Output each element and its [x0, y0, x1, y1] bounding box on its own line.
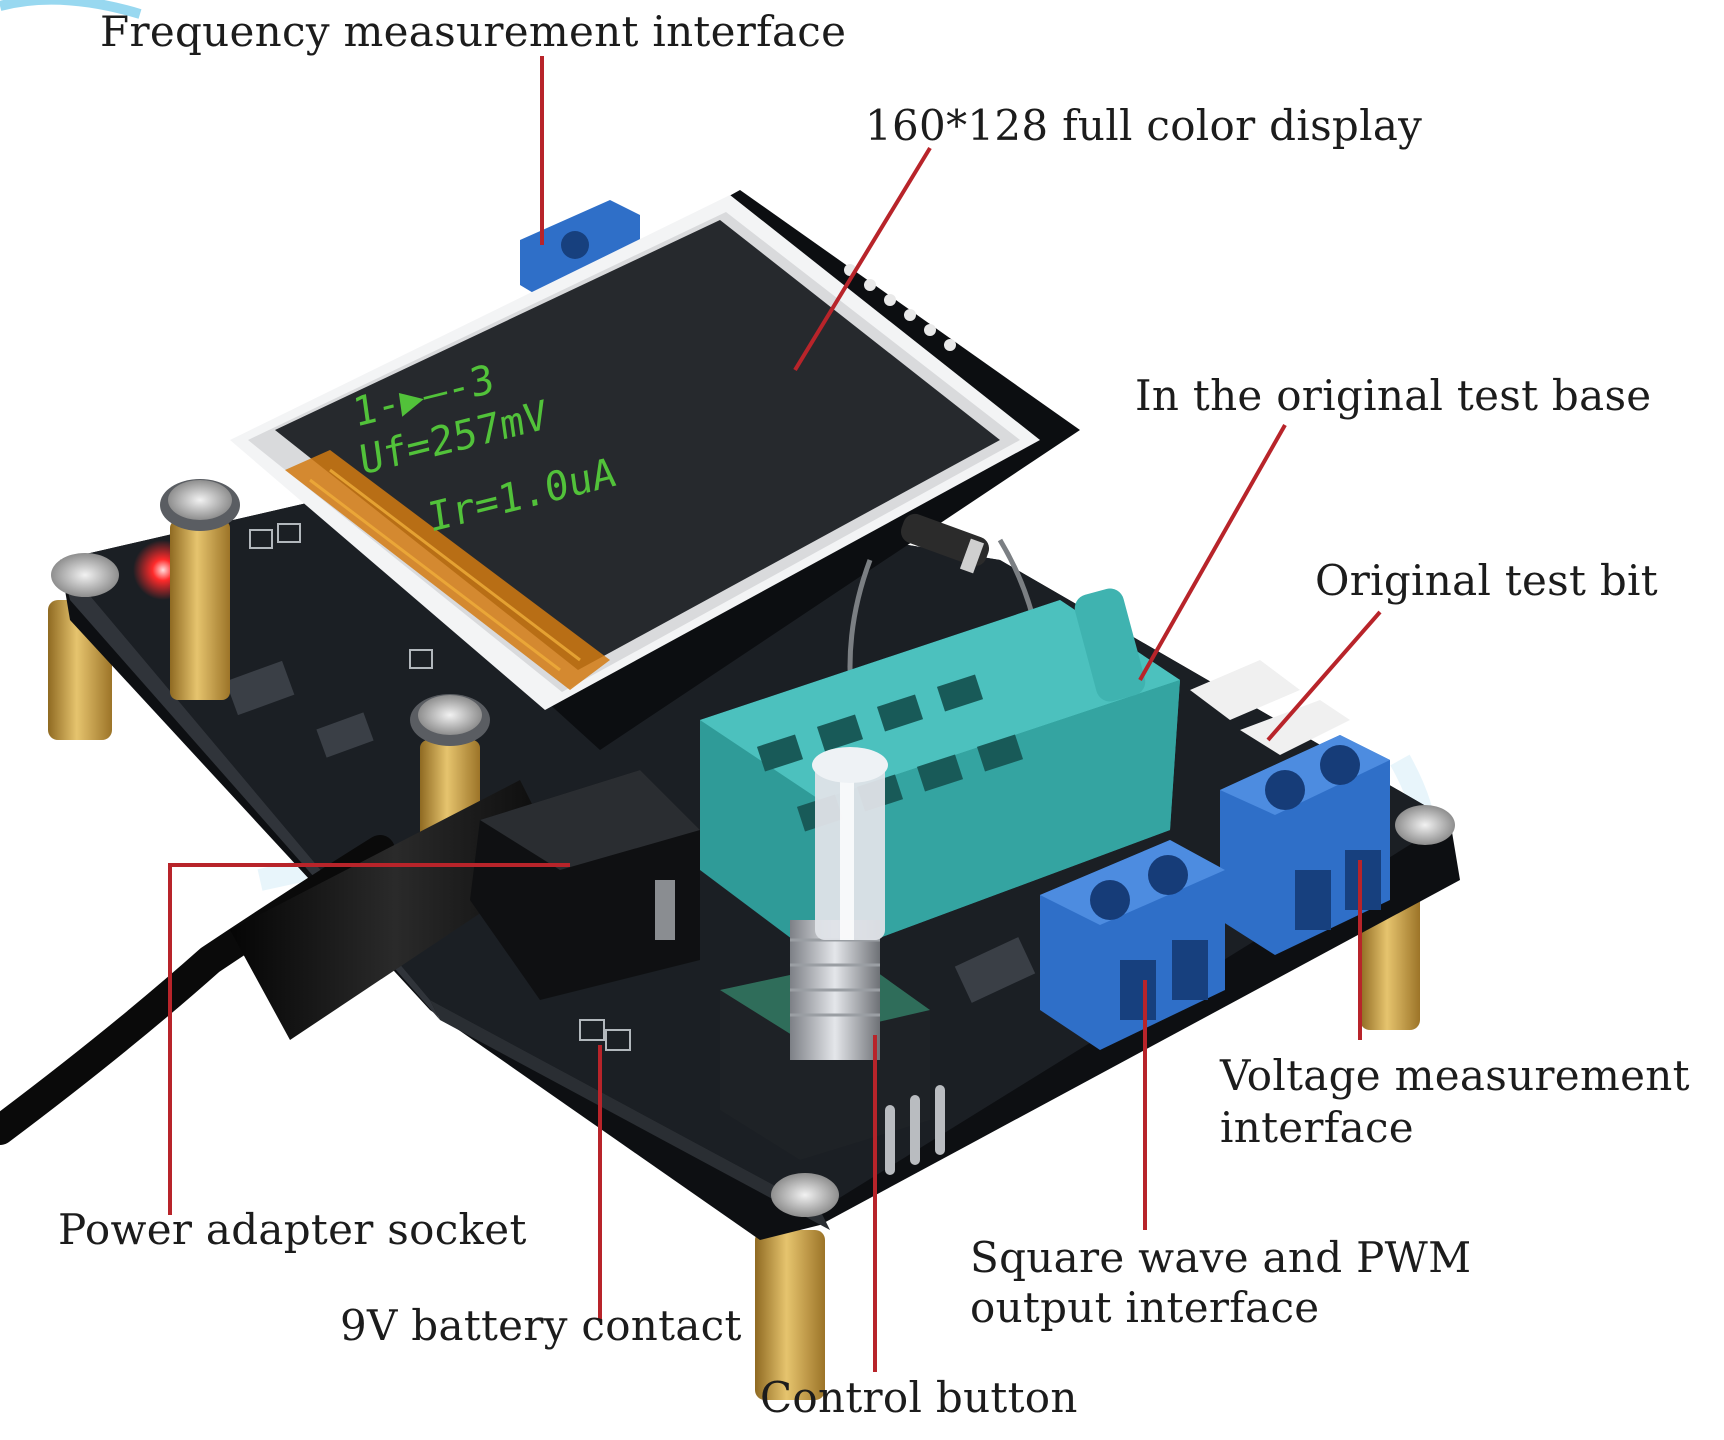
pwm-output-terminal — [1040, 840, 1225, 1050]
label-voltage-interface-line1: Voltage measurement — [1220, 1051, 1690, 1100]
test-pads — [1190, 660, 1350, 755]
label-square-wave-line2: output interface — [970, 1283, 1320, 1332]
label-original-test-base: In the original test base — [1135, 371, 1652, 420]
leader-power — [168, 863, 570, 1215]
label-power-adapter-socket: Power adapter socket — [58, 1205, 527, 1254]
label-full-color-display: 160*128 full color display — [865, 101, 1423, 150]
watermark-swoosh — [0, 0, 142, 19]
callout-leader-lines — [168, 56, 1382, 1372]
frequency-terminal — [520, 200, 640, 300]
leader-display — [793, 146, 932, 372]
label-square-wave-line1: Square wave and PWM — [970, 1233, 1472, 1282]
leader-test-base — [1138, 424, 1287, 681]
label-battery-contact: 9V battery contact — [340, 1301, 742, 1350]
leader-test-bit — [1266, 610, 1382, 742]
label-voltage-interface-line2: interface — [1220, 1103, 1414, 1152]
voltage-terminal — [1220, 735, 1390, 955]
label-original-test-bit: Original test bit — [1315, 556, 1658, 605]
standoff-posts — [51, 479, 1455, 1217]
rotary-encoder — [720, 747, 945, 1175]
power-plug-and-cable — [0, 770, 700, 1145]
label-frequency-interface: Frequency measurement interface — [100, 7, 847, 56]
label-control-button: Control button — [760, 1373, 1078, 1422]
